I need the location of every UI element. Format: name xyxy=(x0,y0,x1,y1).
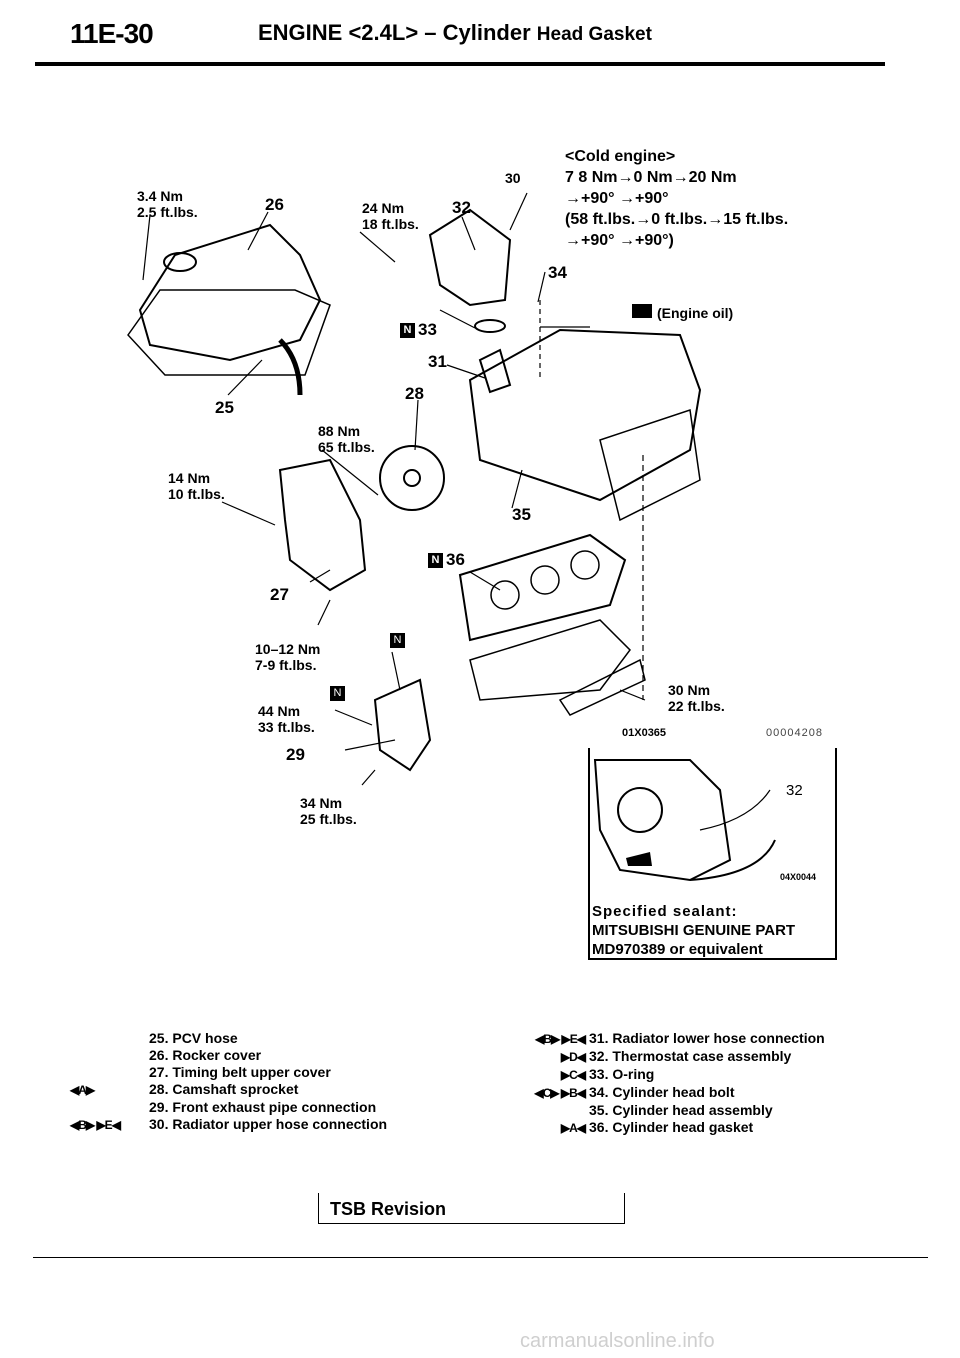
callout-25: 25 xyxy=(215,398,234,417)
camshaft-sprocket-shape xyxy=(379,445,445,511)
pcv-hose-shape xyxy=(278,338,303,396)
new-part-icon: N xyxy=(428,553,443,569)
sealant-note: Specified sealant: MITSUBISHI GENUINE PA… xyxy=(592,903,796,958)
footer-rule xyxy=(33,1257,928,1258)
legend-item: ▶C◀33. O-ring xyxy=(560,1066,655,1082)
legend-left: 25. PCV hose 26. Rocker cover 27. Timing… xyxy=(70,1030,430,1134)
callout-35: 35 xyxy=(512,505,531,524)
legend-item: 35. Cylinder head assembly xyxy=(589,1102,773,1118)
cylinder-block-shape xyxy=(469,619,631,701)
callout-30: 30 xyxy=(505,170,521,186)
legend-item: ◀C▶ ▶B◀34. Cylinder head bolt xyxy=(534,1084,735,1100)
callout-28: 28 xyxy=(405,384,424,403)
new-part-icon: N xyxy=(390,633,405,648)
inset-diagram xyxy=(593,759,776,882)
diagram-number: 00004208 xyxy=(766,727,823,739)
inset-code: 04X0044 xyxy=(780,872,817,882)
cold-engine-spec: <Cold engine> 7 8 Nm→0 Nm→20 Nm →+90° →+… xyxy=(565,148,789,249)
spec-29a: 44 Nm 33 ft.lbs. xyxy=(258,703,315,735)
legend-right: ◀B▶ ▶E◀31. Radiator lower hose connectio… xyxy=(480,1030,860,1137)
page-title-sub: Head Gasket xyxy=(536,24,652,45)
camshaft-sprocket-hub xyxy=(403,469,421,487)
callout-32: 32 xyxy=(452,198,471,217)
spec-26: 3.4 Nm 2.5 ft.lbs. xyxy=(137,188,198,220)
site-watermark: carmanualsonline.info xyxy=(520,1330,715,1352)
callout-26: 26 xyxy=(265,195,284,214)
spec-27b: 10–12 Nm 7-9 ft.lbs. xyxy=(255,641,321,673)
bracket-shape xyxy=(558,658,646,716)
new-part-icon: N xyxy=(330,686,345,701)
callout-27: 27 xyxy=(270,585,289,604)
inset-callout-32: 32 xyxy=(786,782,803,799)
rocker-cover-shape xyxy=(138,223,322,362)
spec-29b: 34 Nm 25 ft.lbs. xyxy=(300,795,357,827)
legend-item: 29. Front exhaust pipe connection xyxy=(149,1099,377,1115)
rocker-cover-gasket-shape xyxy=(127,289,331,376)
spec-27a: 14 Nm 10 ft.lbs. xyxy=(168,470,225,502)
legend-item: ◀B▶ ▶E◀31. Radiator lower hose connectio… xyxy=(535,1030,825,1046)
engine-oil-note: (Engine oil) xyxy=(657,305,734,321)
oil-can-icon xyxy=(632,304,652,318)
page-title: ENGINE <2.4L> – Cylinder Head Gasket xyxy=(258,20,652,46)
legend-item: ▶D◀32. Thermostat case assembly xyxy=(560,1048,792,1064)
head-gasket-shape xyxy=(458,533,627,642)
legend-item: 26. Rocker cover xyxy=(149,1047,262,1063)
thermostat-case-shape xyxy=(428,208,512,307)
oil-cap-shape xyxy=(163,252,197,272)
tsb-revision-label: TSB Revision xyxy=(330,1199,447,1219)
cylinder-head-shape xyxy=(468,328,702,502)
callout-34: 34 xyxy=(548,263,567,282)
spec-30: 30 Nm 22 ft.lbs. xyxy=(668,682,725,714)
legend-item: ▶A◀36. Cylinder head gasket xyxy=(560,1119,754,1135)
new-part-icon: N xyxy=(400,323,415,339)
spec-28: 88 Nm 65 ft.lbs. xyxy=(318,423,375,455)
sealant-inset-box xyxy=(588,748,837,960)
legend-item: ◀B▶ ▶E◀30. Radiator upper hose connectio… xyxy=(70,1116,388,1132)
page-code: 11E-30 xyxy=(70,18,154,49)
tsb-revision-box xyxy=(318,1193,625,1224)
timing-cover-shape xyxy=(278,458,367,592)
hose-connection-shape xyxy=(478,348,512,394)
exhaust-pipe-shape xyxy=(373,678,432,772)
callout-31: 31 xyxy=(428,352,447,371)
sealant-tube-icon xyxy=(626,852,652,866)
legend-item: ◀A▶28. Camshaft sprocket xyxy=(70,1081,299,1097)
header-rule xyxy=(35,62,885,66)
spec-32: 24 Nm 18 ft.lbs. xyxy=(362,200,419,232)
o-ring-shape xyxy=(474,319,506,333)
legend-item: 27. Timing belt upper cover xyxy=(149,1064,331,1080)
callout-29: 29 xyxy=(286,745,305,764)
diagram-code: 01X0365 xyxy=(622,727,667,739)
page-title-main: ENGINE <2.4L> – Cylinder xyxy=(258,20,531,45)
manifold-shape xyxy=(599,409,701,522)
legend-item: 25. PCV hose xyxy=(149,1030,238,1046)
